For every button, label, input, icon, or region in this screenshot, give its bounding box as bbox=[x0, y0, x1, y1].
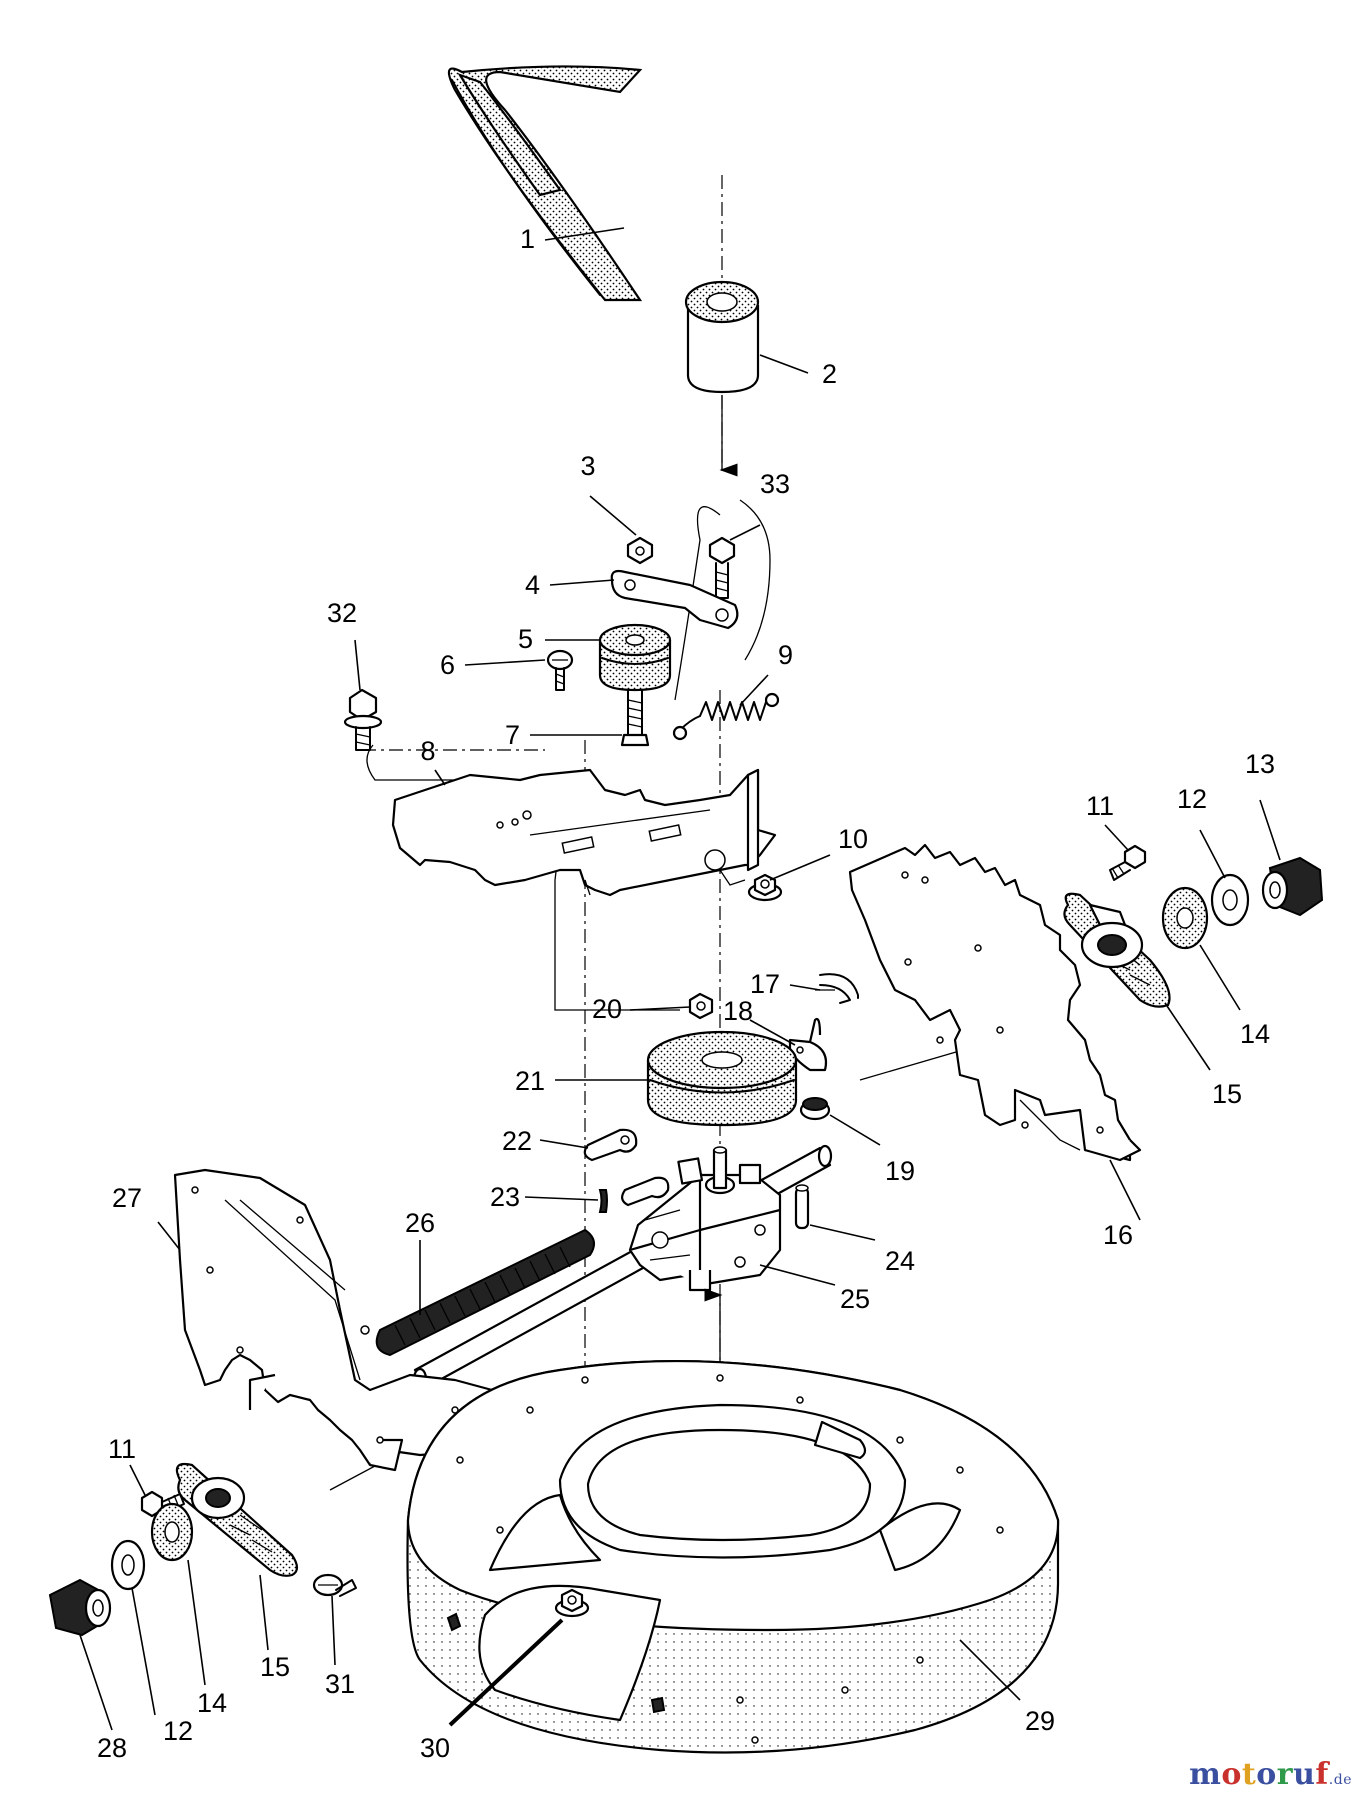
callout-4: 4 bbox=[525, 570, 540, 600]
callout-25: 25 bbox=[840, 1284, 870, 1314]
part-12-right-washer bbox=[1210, 873, 1250, 927]
part-28-left-pinion bbox=[48, 1578, 112, 1637]
part-8-main-bracket-plate bbox=[391, 768, 777, 897]
callout-22: 22 bbox=[502, 1126, 532, 1156]
callout-2: 2 bbox=[822, 359, 837, 389]
callout-30: 30 bbox=[420, 1733, 450, 1763]
callout-13: 13 bbox=[1245, 749, 1275, 779]
callout-20: 20 bbox=[592, 994, 622, 1024]
part-32-flange-bolt bbox=[343, 688, 383, 751]
part-6-screw bbox=[546, 649, 574, 691]
part-15-left-axle-cap bbox=[190, 1476, 246, 1520]
part-11-right-bolt bbox=[1109, 844, 1147, 881]
callout-16: 16 bbox=[1103, 1220, 1133, 1250]
part-17-hairpin-clip bbox=[815, 973, 859, 1004]
callout-31: 31 bbox=[325, 1669, 355, 1699]
callout-14-right: 14 bbox=[1240, 1019, 1270, 1049]
part-12-left-washer bbox=[110, 1539, 146, 1591]
part-19-plug bbox=[799, 1097, 831, 1121]
callout-14-left: 14 bbox=[197, 1688, 227, 1718]
part-30-flange-nut bbox=[554, 1588, 590, 1618]
callout-12-left: 12 bbox=[163, 1716, 193, 1746]
callout-27: 27 bbox=[112, 1183, 142, 1213]
callout-15-left: 15 bbox=[260, 1652, 290, 1682]
callout-26: 26 bbox=[405, 1208, 435, 1238]
callout-5: 5 bbox=[518, 624, 533, 654]
part-4-idler-bracket bbox=[610, 569, 739, 630]
callout-17: 17 bbox=[750, 969, 780, 999]
part-33-bolt bbox=[708, 536, 736, 599]
part-13-right-pinion bbox=[1261, 856, 1324, 917]
callout-labels: 1 2 3 33 4 32 5 6 9 7 8 10 11 12 13 17 1… bbox=[97, 224, 1275, 1763]
part-5-idler-pulley bbox=[598, 623, 672, 747]
callout-10: 10 bbox=[838, 824, 868, 854]
part-26-spiral-spacer bbox=[375, 1228, 595, 1357]
callout-18: 18 bbox=[723, 996, 753, 1026]
part-23-woodruff-key bbox=[598, 1189, 608, 1213]
part-20-nut bbox=[688, 992, 714, 1020]
part-15-left-wheel-arm bbox=[175, 1462, 299, 1577]
part-10-flange-nut bbox=[747, 873, 783, 902]
callout-33: 33 bbox=[760, 469, 790, 499]
part-15-right-axle-cap bbox=[1080, 921, 1144, 969]
callout-32: 32 bbox=[327, 598, 357, 628]
callout-8: 8 bbox=[420, 736, 435, 766]
part-27-left-side-plate bbox=[173, 1168, 494, 1472]
part-2-pulley-sleeve bbox=[684, 280, 760, 394]
part-1-drive-belt bbox=[447, 65, 643, 302]
callout-12-right: 12 bbox=[1177, 784, 1207, 814]
part-22b-key bbox=[621, 1176, 670, 1207]
callout-6: 6 bbox=[440, 650, 455, 680]
part-29-mower-deck bbox=[406, 1359, 1060, 1754]
callout-9: 9 bbox=[778, 640, 793, 670]
callout-11-right: 11 bbox=[1086, 791, 1114, 821]
callout-3: 3 bbox=[580, 451, 595, 481]
callout-15-right: 15 bbox=[1212, 1079, 1242, 1109]
watermark-logo: motoruf.de bbox=[1189, 1757, 1352, 1792]
part-18-cable-bracket bbox=[788, 1017, 828, 1072]
part-3-nut bbox=[626, 536, 654, 565]
part-21-drive-pulley bbox=[646, 1030, 798, 1127]
callout-11-left: 11 bbox=[108, 1434, 136, 1464]
part-14-left-gear-hub bbox=[150, 1502, 194, 1562]
callout-29: 29 bbox=[1025, 1706, 1055, 1736]
callout-7: 7 bbox=[505, 720, 520, 750]
part-14-right-gear-hub bbox=[1161, 886, 1209, 950]
callout-21: 21 bbox=[515, 1066, 545, 1096]
callout-24: 24 bbox=[885, 1246, 915, 1276]
part-16-right-side-plate bbox=[848, 843, 1142, 1162]
part-31-screw bbox=[312, 1573, 357, 1597]
callout-19: 19 bbox=[885, 1156, 915, 1186]
part-25-transmission bbox=[628, 1146, 782, 1292]
callout-23: 23 bbox=[490, 1182, 520, 1212]
part-24-pin bbox=[794, 1184, 810, 1230]
callout-28: 28 bbox=[97, 1733, 127, 1763]
part-22-key bbox=[583, 1128, 638, 1162]
leader-lines bbox=[79, 227, 1281, 1731]
part-9-spring bbox=[672, 692, 780, 741]
callout-1: 1 bbox=[520, 224, 535, 254]
